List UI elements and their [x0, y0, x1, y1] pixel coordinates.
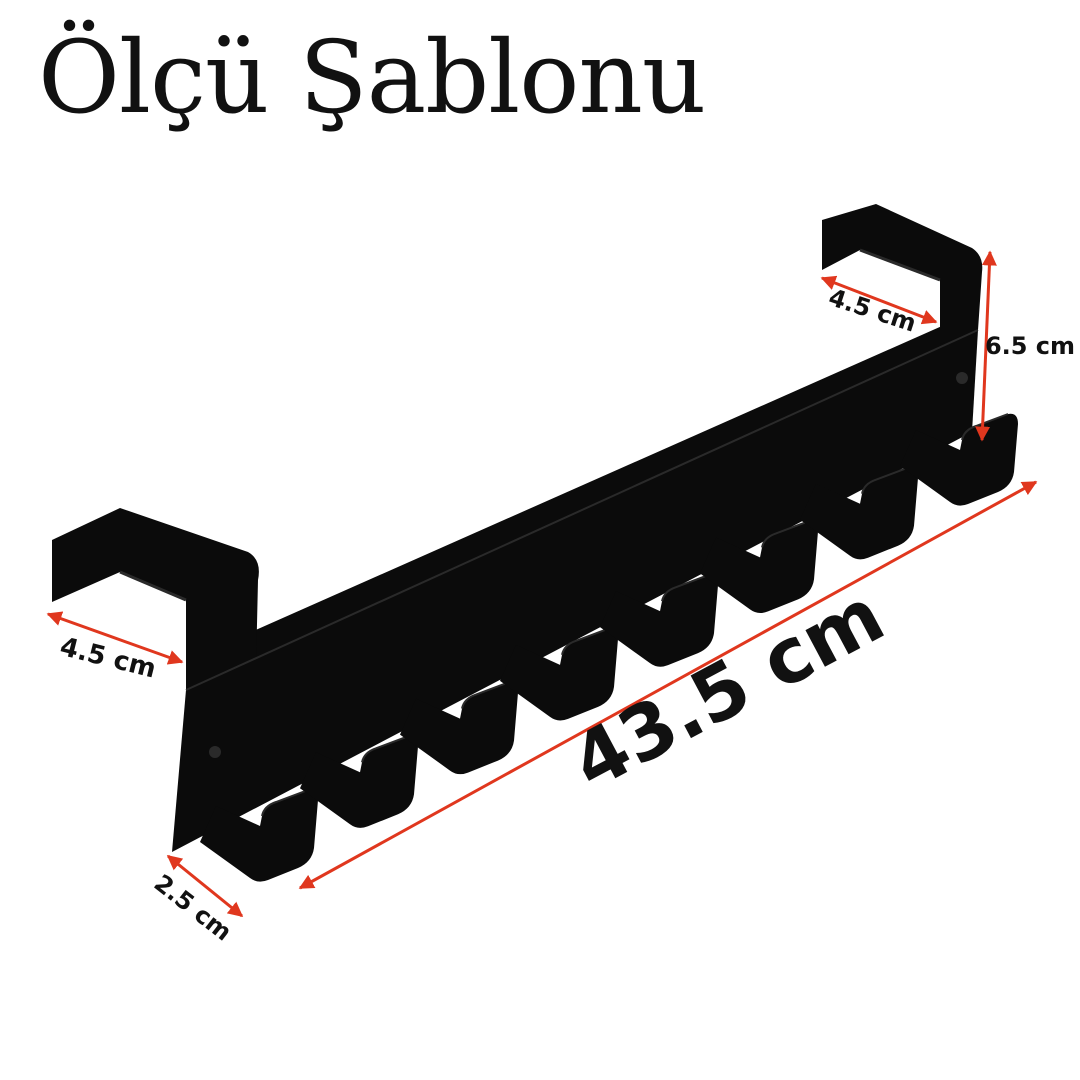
- length-arrow: [298, 480, 1038, 890]
- left-door-bracket: [52, 508, 259, 690]
- left-bracket-inner-edge: [119, 570, 187, 602]
- left-depth-arrow: [46, 611, 184, 665]
- right-depth-arrow: [820, 275, 938, 325]
- hook-edge-1: [261, 789, 309, 817]
- screw-hole-left: [209, 746, 221, 758]
- page-title: Ölçü Şablonu: [38, 19, 706, 136]
- thickness-arrow: [166, 854, 244, 918]
- right-depth-label: 4.5 cm: [825, 283, 919, 337]
- height-label: 6.5 cm: [985, 332, 1075, 360]
- right-bracket-inner-edge: [859, 248, 941, 282]
- right-door-bracket: [822, 204, 983, 344]
- height-arrow: [975, 250, 997, 442]
- screw-hole-right: [956, 372, 968, 384]
- thickness-label: 2.5 cm: [149, 869, 237, 947]
- left-depth-label: 4.5 cm: [57, 632, 159, 685]
